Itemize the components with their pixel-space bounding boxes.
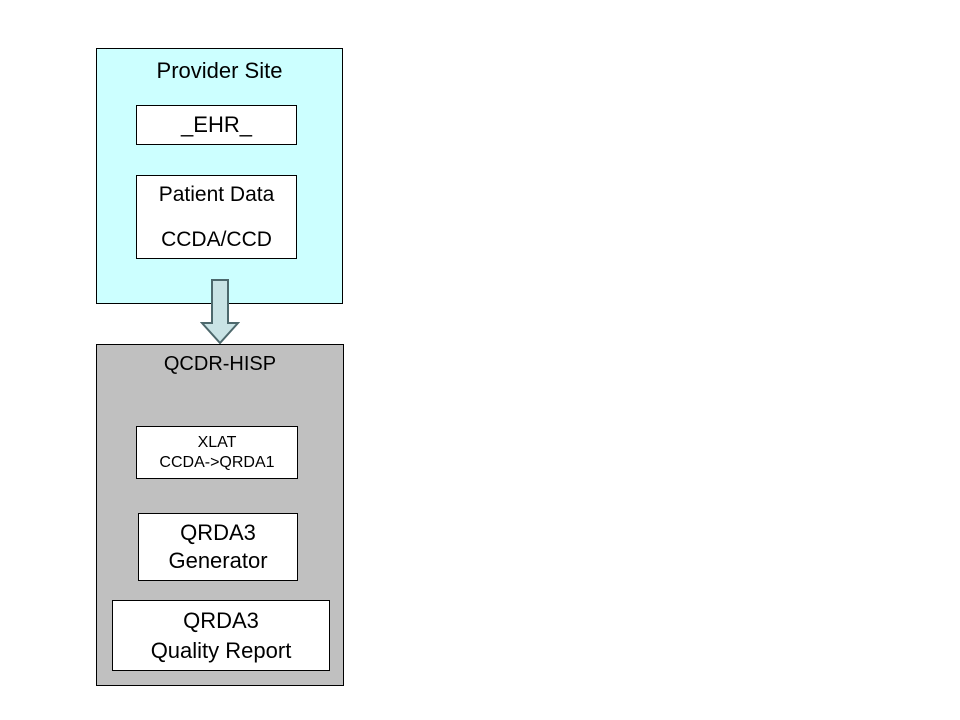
qrda3-report-label-line2: Quality Report bbox=[150, 637, 292, 663]
qcdr-hisp-title: QCDR-HISP bbox=[163, 353, 277, 375]
qrda3-report-label-line1: QRDA3 bbox=[183, 607, 259, 633]
xlat-node: XLAT CCDA->QRDA1 bbox=[136, 426, 298, 479]
patient-data-node: Patient Data CCDA/CCD bbox=[136, 175, 297, 259]
ccda-ccd-label: CCDA/CCD bbox=[161, 227, 272, 251]
qrda3-quality-report-node: QRDA3 Quality Report bbox=[112, 600, 330, 671]
qrda3-generator-label-line1: QRDA3 bbox=[180, 520, 256, 545]
down-arrow-icon bbox=[200, 279, 240, 344]
patient-data-label: Patient Data bbox=[158, 182, 275, 206]
provider-site-title: Provider Site bbox=[156, 58, 283, 83]
xlat-label: XLAT bbox=[197, 433, 237, 451]
ehr-label: _EHR_ bbox=[181, 112, 252, 137]
qrda3-generator-label-line2: Generator bbox=[168, 548, 268, 573]
qrda3-generator-node: QRDA3 Generator bbox=[138, 513, 298, 581]
qcdr-hisp-container: QCDR-HISP XLAT CCDA->QRDA1 QRDA3 Generat… bbox=[96, 344, 344, 686]
provider-site-container: Provider Site _EHR_ Patient Data CCDA/CC… bbox=[96, 48, 343, 304]
ehr-node: _EHR_ bbox=[136, 105, 297, 145]
xlat-transform-label: CCDA->QRDA1 bbox=[159, 453, 275, 471]
